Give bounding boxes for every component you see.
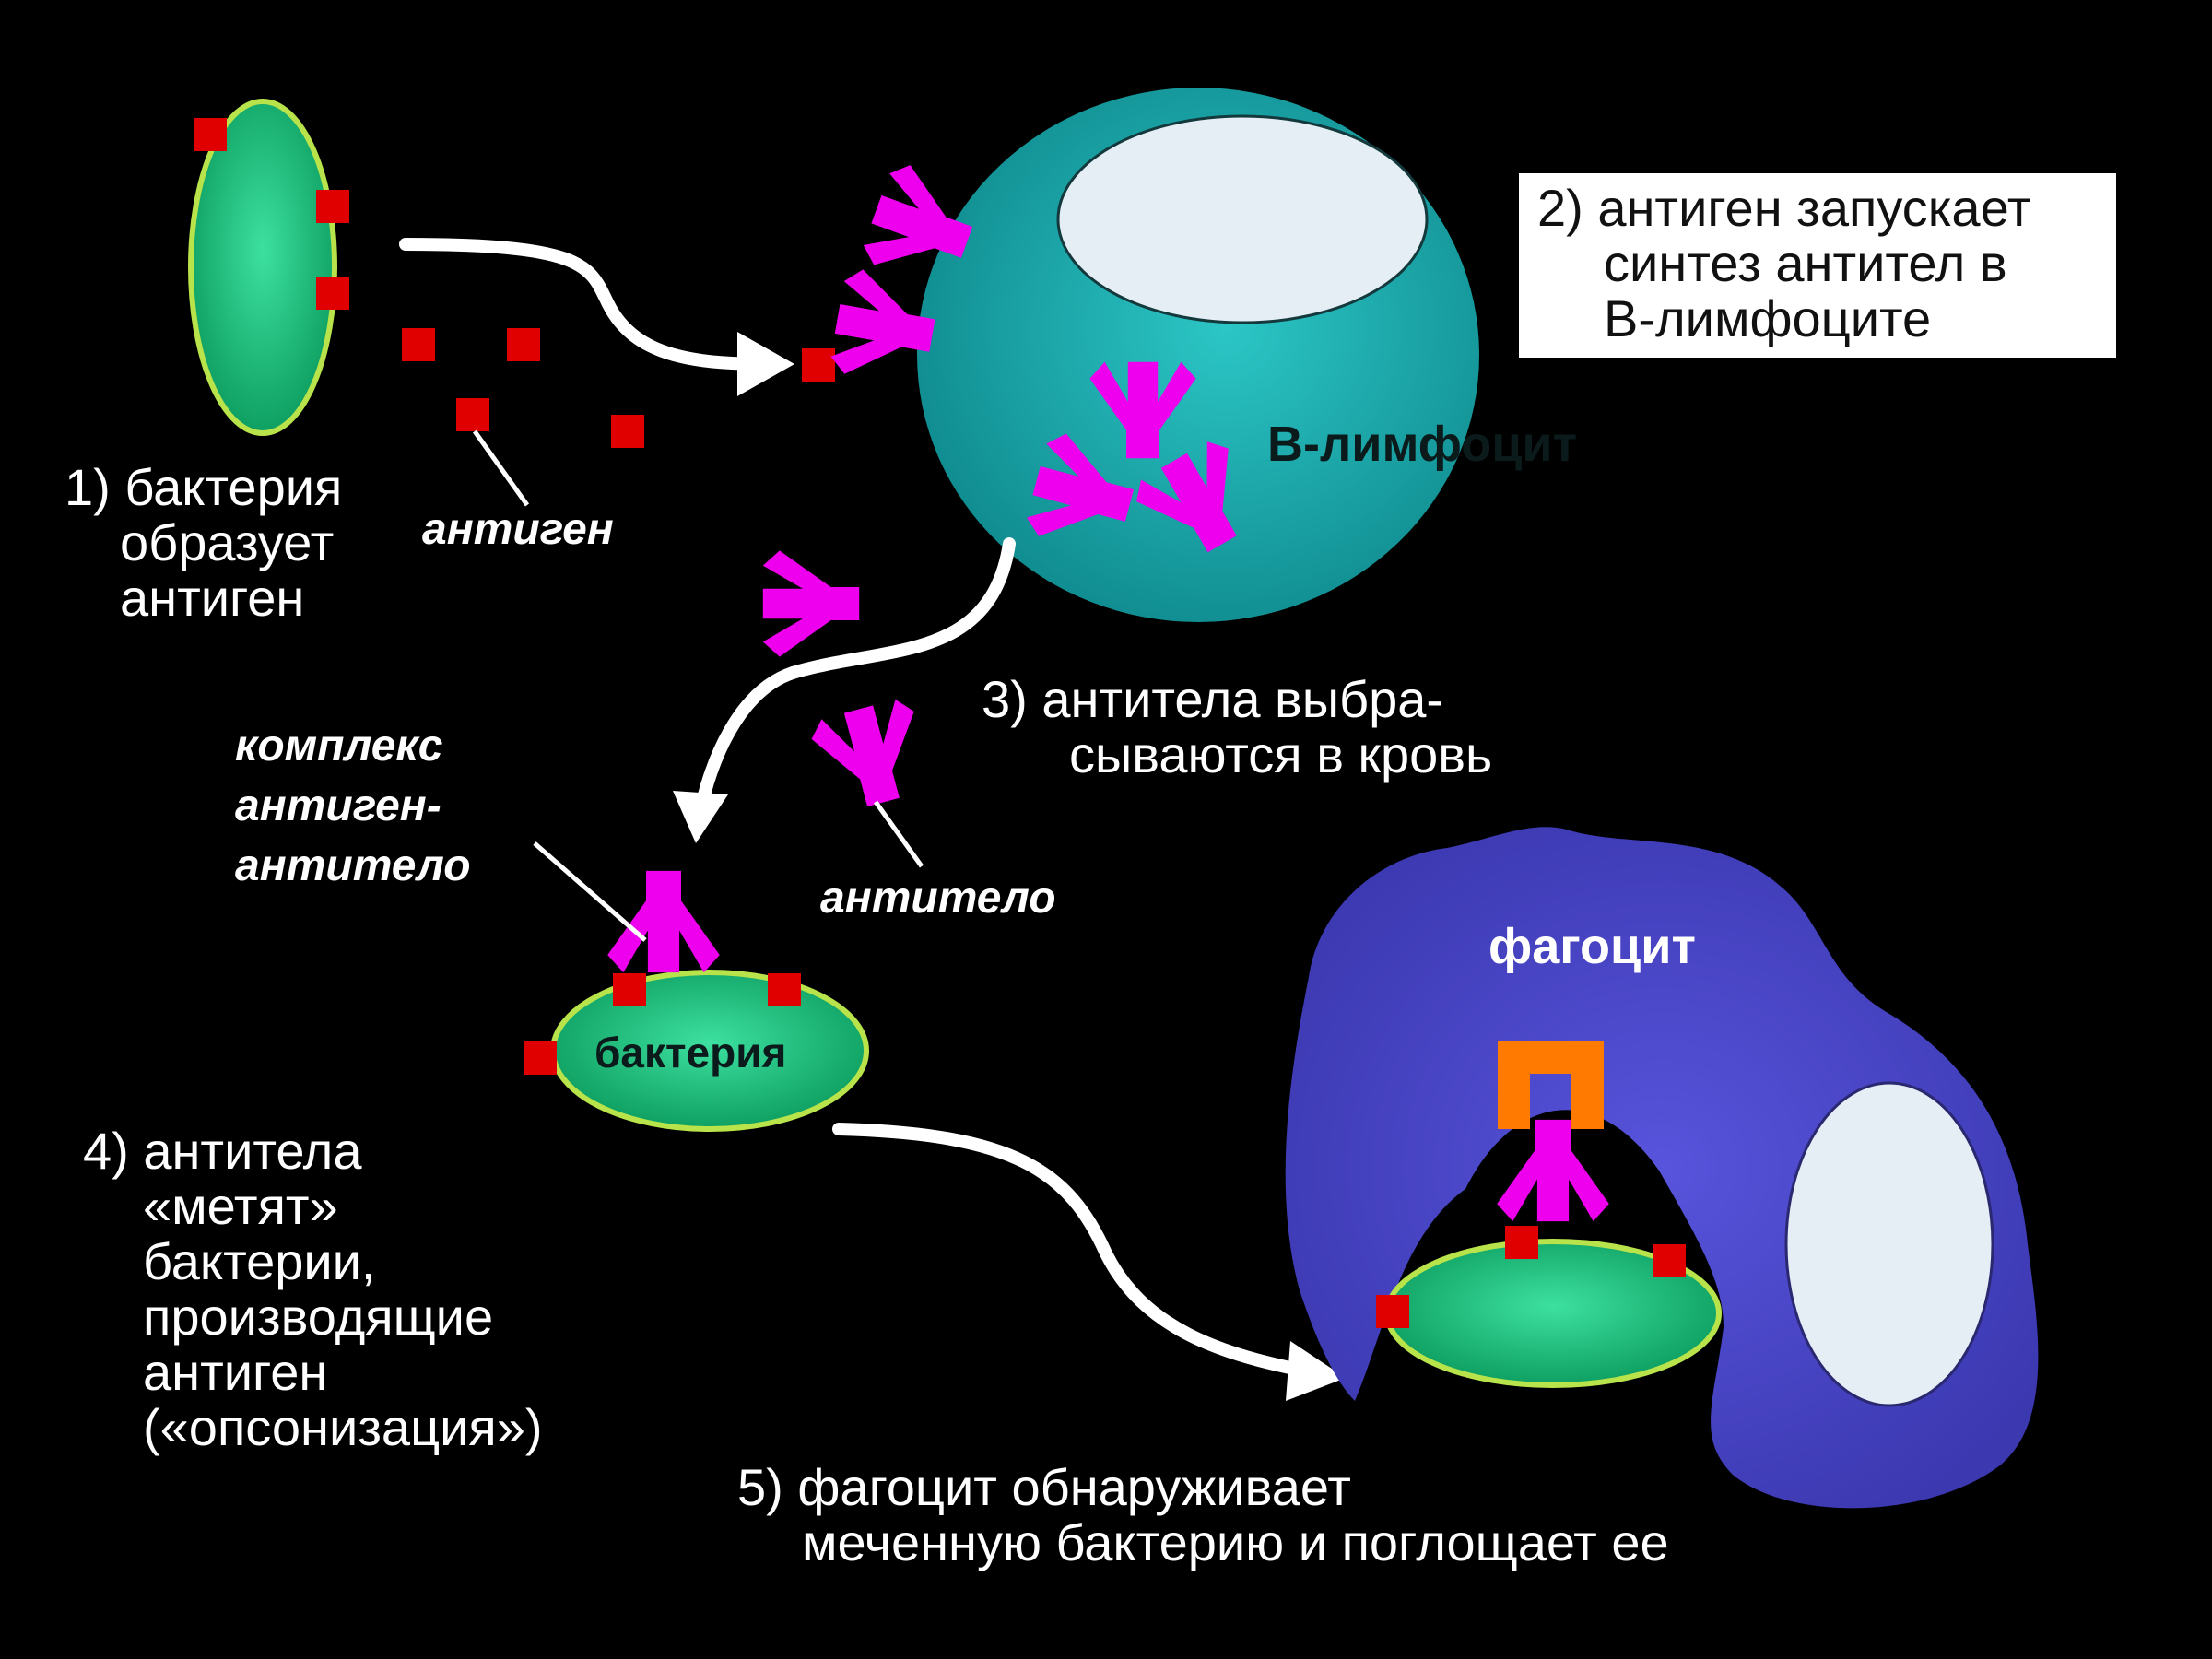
antigen-pointer-line <box>472 429 530 507</box>
antigen-marker <box>507 328 540 361</box>
step5-line1: 5) фагоцит обнаруживает <box>737 1458 1351 1516</box>
step2-box: 2) антиген запускает синтез антител в В-… <box>1519 173 2116 358</box>
antibody-label: антитело <box>820 874 1056 923</box>
complex-pointer-line <box>533 841 647 942</box>
free-antigens <box>402 328 644 448</box>
step5-line2: меченную бактерию и поглощает ее <box>802 1513 1669 1571</box>
antigen-marker <box>524 1041 557 1075</box>
step4-line5: антиген <box>143 1343 327 1401</box>
step4-line2: «метят» <box>143 1177 338 1235</box>
antigen-marker <box>768 973 801 1006</box>
step3-line2: сываются в кровь <box>1069 725 1492 783</box>
complex-label-line1: комплекс <box>235 722 442 771</box>
lymphocyte-nucleus <box>1056 114 1429 324</box>
step2-line1: 2) антиген запускает <box>1537 179 2031 237</box>
arrow-to-bacterium <box>694 537 1016 818</box>
complex-label-line2: антиген- <box>235 782 441 830</box>
phagocyte-cell <box>1285 827 2039 1509</box>
antigen-marker <box>402 328 435 361</box>
antigen-marker <box>456 398 489 431</box>
phagocyte-label: фагоцит <box>1488 919 1696 974</box>
arrow-head <box>1286 1341 1346 1401</box>
step4-line1: 4) антитела <box>83 1122 362 1180</box>
antigen-marker <box>613 973 646 1006</box>
step2-line3: В-лимфоците <box>1604 289 1931 347</box>
antigen-marker <box>194 118 227 151</box>
receptor-shape <box>1498 1041 1604 1129</box>
antibody-pointer-line <box>873 800 924 868</box>
step1-line2: образует <box>120 513 334 571</box>
phagocyte-nucleus <box>1784 1081 1994 1407</box>
b-lymphocyte-label: В-лимфоцит <box>1267 417 1577 472</box>
step4-line6: («опсонизация») <box>143 1398 543 1456</box>
antigen-marker <box>316 276 349 310</box>
bacterium-2: бактерия <box>524 970 869 1132</box>
bacterium-label: бактерия <box>594 1029 786 1077</box>
step4-line3: бактерии, <box>143 1232 376 1290</box>
antigen-marker <box>611 415 644 448</box>
arrow-head <box>737 332 794 396</box>
b-lymphocyte-cell <box>917 88 1479 622</box>
antigen-marker <box>802 348 835 382</box>
step4-line4: производящие <box>143 1288 493 1346</box>
bacterium-3 <box>1376 1226 1722 1388</box>
arrow-to-phagocyte <box>832 1123 1324 1380</box>
arrow-head <box>673 791 728 843</box>
antigen-marker <box>316 190 349 223</box>
step3-line1: 3) антитела выбра- <box>982 670 1443 728</box>
arrow-to-lymphocyte <box>399 238 781 371</box>
step1-line3: антиген <box>120 569 304 627</box>
antigen-marker <box>1376 1295 1409 1328</box>
antigen-label: антиген <box>422 505 614 554</box>
step2-line2: синтез антител в <box>1604 234 2007 292</box>
antigen-marker <box>1653 1244 1686 1277</box>
step1-line1: 1) бактерия <box>65 458 342 516</box>
complex-label-line3: антитело <box>235 841 471 890</box>
antigen-marker <box>1505 1226 1538 1259</box>
bacterium-1 <box>188 99 349 436</box>
